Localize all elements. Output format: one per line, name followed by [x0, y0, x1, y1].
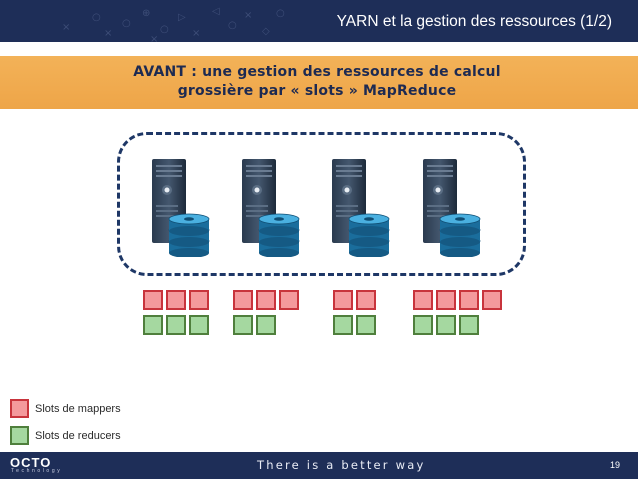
mapper-slot [166, 290, 186, 310]
mapper-slot [189, 290, 209, 310]
header-glyph: ○ [276, 8, 285, 19]
mapper-slot [256, 290, 276, 310]
header-glyph: ○ [228, 20, 237, 31]
mapper-slot [436, 290, 456, 310]
reducer-slot [333, 315, 353, 335]
reducer-slot [166, 315, 186, 335]
reducer-slot [143, 315, 163, 335]
header-glyph: ○ [92, 12, 101, 23]
reducer-slot [233, 315, 253, 335]
mapper-slot-legend-icon [10, 399, 29, 418]
reducer-slot [189, 315, 209, 335]
slide-title: YARN et la gestion des ressources (1/2) [336, 13, 612, 30]
header-glyph: × [104, 28, 113, 39]
legend-mappers-label: Slots de mappers [35, 403, 121, 415]
reducer-slot [256, 315, 276, 335]
legend-reducers-label: Slots de reducers [35, 430, 121, 442]
subtitle-banner: AVANT : une gestion des ressources de ca… [0, 56, 638, 109]
header-glyph: ▷ [178, 12, 186, 23]
cluster-boundary [117, 132, 526, 276]
header-glyph: × [150, 34, 159, 42]
mapper-slot [279, 290, 299, 310]
slide-footer: OCTO Technology There is a better way 19 [0, 452, 638, 479]
server-node-icon [147, 157, 211, 258]
footer-tagline: There is a better way [257, 458, 426, 472]
banner-line-1: AVANT : une gestion des ressources de ca… [133, 64, 501, 80]
header-glyph: × [192, 28, 201, 39]
slide-header: ×○×○⊕○▷×◁○×◇○× YARN et la gestion des re… [0, 0, 638, 42]
banner-line-2: grossière par « slots » MapReduce [177, 83, 457, 99]
header-glyph: ○ [122, 18, 131, 29]
server-node-icon [237, 157, 301, 258]
reducer-slot [436, 315, 456, 335]
page-number: 19 [609, 460, 620, 470]
reducer-slot [356, 315, 376, 335]
octo-logo: OCTO [10, 455, 52, 470]
reducer-slot [413, 315, 433, 335]
header-glyph: ⊕ [142, 8, 151, 19]
mapper-slot [482, 290, 502, 310]
header-glyph: ◁ [212, 6, 220, 17]
mapper-slot [459, 290, 479, 310]
mapper-slot [356, 290, 376, 310]
header-glyph: ◇ [262, 26, 270, 37]
reducer-slot-legend-icon [10, 426, 29, 445]
mapper-slot [413, 290, 433, 310]
mapper-slot [333, 290, 353, 310]
server-node-icon [418, 157, 482, 258]
reducer-slot [459, 315, 479, 335]
header-glyph: ○ [160, 24, 169, 35]
mapper-slot [143, 290, 163, 310]
octo-logo-subtitle: Technology [11, 468, 63, 474]
header-glyph: × [62, 22, 71, 33]
server-node-icon [327, 157, 391, 258]
mapper-slot [233, 290, 253, 310]
header-glyph: × [244, 10, 253, 21]
